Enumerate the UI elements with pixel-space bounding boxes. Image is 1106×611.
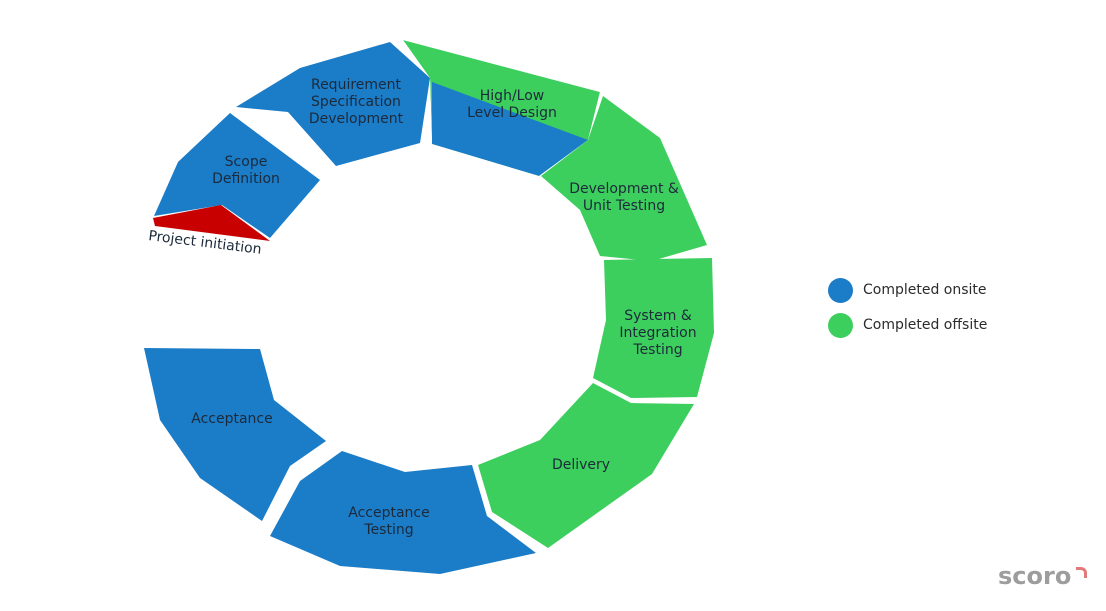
label-acceptance: Acceptance [191, 411, 272, 427]
legend-label-offsite: Completed offsite [863, 317, 988, 333]
segment-project-initiation [153, 205, 270, 241]
label-line: Development & [569, 181, 679, 197]
label-development-unit-testing: Development &Unit Testing [569, 181, 679, 214]
label-line: Acceptance [348, 505, 429, 521]
segment-scope-definition [154, 113, 320, 238]
label-line: Unit Testing [583, 198, 665, 214]
label-line: Testing [632, 342, 682, 358]
scoro-logo: scoro [998, 562, 1072, 590]
segment-delivery [478, 383, 694, 548]
segment-acceptance-testing [270, 451, 536, 574]
label-line: Level Design [467, 105, 557, 121]
segment-requirement-specification-development [236, 42, 430, 166]
segment-development-unit-testing [541, 96, 707, 261]
segment-high-low-level-design [403, 40, 600, 176]
label-line: Delivery [552, 457, 610, 473]
label-line: Acceptance [191, 411, 272, 427]
segment-acceptance [144, 348, 326, 521]
label-line: Specification [311, 94, 401, 110]
label-line: High/Low [480, 88, 544, 104]
legend-dot-onsite [828, 277, 853, 303]
legend-item-onsite: Completed onsite [828, 277, 987, 303]
segment-system-integration-testing [593, 258, 714, 398]
label-line: Development [309, 111, 404, 127]
label-line: System & [624, 308, 692, 324]
label-delivery: Delivery [552, 457, 610, 473]
legend: Completed onsite Completed offsite [828, 277, 987, 347]
legend-item-offsite: Completed offsite [828, 312, 987, 338]
label-line: Scope [225, 154, 268, 170]
label-line: Testing [363, 522, 413, 538]
segment-high-low-onsite-part [432, 82, 588, 176]
label-line: Definition [212, 171, 280, 187]
legend-dot-offsite [828, 312, 853, 338]
label-line: Integration [619, 325, 696, 341]
legend-label-onsite: Completed onsite [863, 282, 987, 298]
logo-accent-mark [1076, 567, 1087, 578]
label-line: Requirement [311, 77, 402, 93]
